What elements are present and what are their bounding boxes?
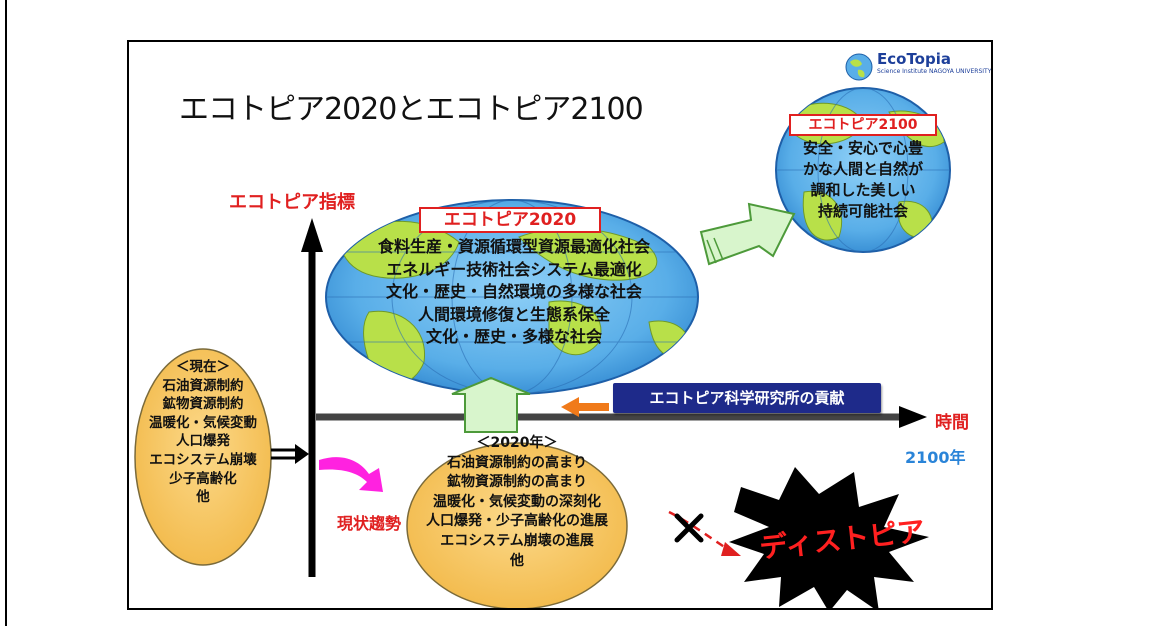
diagram-slide: エコトピア2020とエコトピア2100 EcoTopia Science Ins… <box>127 40 993 610</box>
blocked-x-mark <box>674 513 704 543</box>
year-2100-label: 2100年 <box>905 448 966 467</box>
ecotopia2020-line: エネルギー技術社会システム最適化 <box>386 259 642 279</box>
ecotopia2100-line: 調和した美しい <box>810 181 916 199</box>
year2020-line: 温暖化・気候変動の深刻化 <box>433 493 601 510</box>
ecotopia2100-text: 安全・安心で心豊 かな人間と自然が 調和した美しい 持続可能社会 <box>777 138 949 222</box>
ecotopia2020-label: エコトピア2020 <box>419 207 601 233</box>
current-line: エコシステム崩壊 <box>149 451 257 468</box>
y-axis-label: エコトピア指標 <box>229 192 355 213</box>
current-line: 人口爆発 <box>176 433 230 450</box>
dystopia-dashed-arrow <box>668 510 730 552</box>
current-line: 他 <box>196 489 210 506</box>
ecotopia2100-label: エコトピア2100 <box>789 114 937 136</box>
current-line: 少子高齢化 <box>169 470 237 487</box>
globe-logo-icon <box>845 53 873 81</box>
ecotopia2020-globe <box>325 199 699 395</box>
orange-pointer-arrow <box>561 397 609 417</box>
current-heading: ＜現在＞ <box>176 359 230 375</box>
trend-arrow <box>319 457 383 492</box>
ecotopia2100-line: 持続可能社会 <box>817 202 908 220</box>
year2020-line: 石油資源制約の高まり <box>447 454 587 471</box>
logo-subtitle: Science Institute NAGOYA UNIVERSITY <box>877 68 992 75</box>
year2020-line: 鉱物資源制約の高まり <box>447 474 587 491</box>
year2020-text: ＜2020年＞ 石油資源制約の高まり 鉱物資源制約の高まり 温暖化・気候変動の深… <box>409 434 625 571</box>
ecotopia2020-text: 食料生産・資源循環型資源最適化社会 エネルギー技術社会システム最適化 文化・歴史… <box>334 236 694 349</box>
current-to-axis-arrow <box>271 444 309 464</box>
x-axis-label: 時間 <box>935 413 969 433</box>
year2020-ellipse <box>406 442 628 608</box>
current-line: 温暖化・気候変動 <box>149 414 257 431</box>
ecotopia2020-line: 文化・歴史・多様な社会 <box>425 327 602 346</box>
dystopia-arrowhead <box>721 542 741 556</box>
year2020-line: 他 <box>510 552 524 569</box>
year2020-line: エコシステム崩壊の進展 <box>440 532 594 549</box>
page-left-rule <box>5 0 7 626</box>
ecotopia2020-line: 人間環境修復と生態系保全 <box>417 304 610 324</box>
year2020-heading: ＜2020年＞ <box>476 435 558 451</box>
diagram-graphics <box>134 87 951 608</box>
green-transition-arrow <box>699 202 796 266</box>
year2020-line: 人口爆発・少子高齢化の進展 <box>426 513 608 530</box>
ecotopia2020-line: 文化・歴史・自然環境の多様な社会 <box>385 282 642 301</box>
x-axis-arrowhead <box>899 406 927 428</box>
contribution-box: エコトピア科学研究所の貢献 <box>613 383 881 413</box>
current-state-text: ＜現在＞ 石油資源制約 鉱物資源制約 温暖化・気候変動 人口爆発 エコシステム崩… <box>135 358 271 507</box>
ecotopia-logo: EcoTopia Science Institute NAGOYA UNIVER… <box>844 48 992 88</box>
ecotopia2100-line: 安全・安心で心豊 <box>802 139 923 157</box>
current-line: 石油資源制約 <box>162 377 244 394</box>
ecotopia2020-line: 食料生産・資源循環型資源最適化社会 <box>377 237 650 256</box>
upward-contribution-arrow <box>451 376 531 433</box>
ecotopia2100-line: かな人間と自然が <box>802 160 923 178</box>
dystopia-starburst <box>729 467 929 608</box>
current-line: 鉱物資源制約 <box>162 396 244 413</box>
y-axis-arrowhead <box>301 218 323 252</box>
logo-text: EcoTopia <box>877 50 951 68</box>
slide-title: エコトピア2020とエコトピア2100 <box>179 92 644 127</box>
trend-label: 現状趨勢 <box>337 514 402 533</box>
